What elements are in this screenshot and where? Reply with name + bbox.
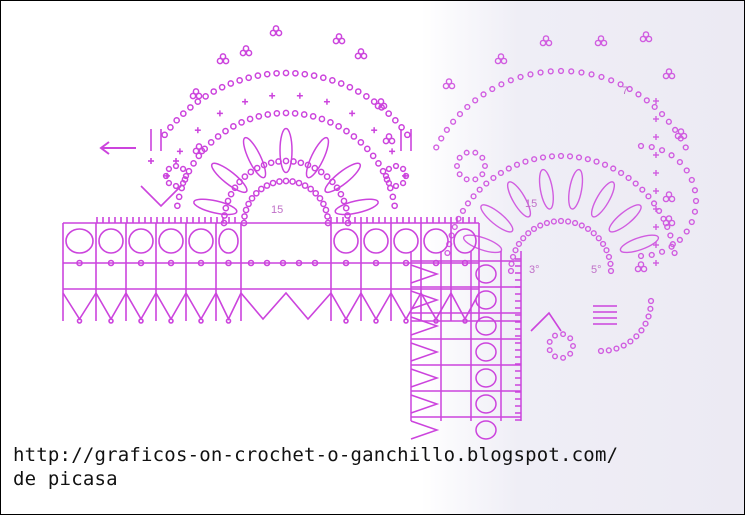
- right-corner-fan-motif: [433, 31, 700, 361]
- right-lace-band: [410, 251, 522, 440]
- source-url: http://graficos-on-crochet-o-ganchillo.b…: [13, 444, 619, 466]
- round-label-right: 15: [525, 198, 537, 210]
- round-label-five: 5°: [591, 264, 602, 276]
- round-label-seven: 7: [622, 85, 628, 97]
- round-label-three: 3°: [529, 264, 540, 276]
- round-label-left: 15: [271, 204, 283, 216]
- direction-arrow-icon: [99, 141, 136, 155]
- source-note: de picasa: [13, 468, 118, 490]
- scan-shading: [421, 1, 744, 514]
- stitch-marks: [140, 129, 617, 332]
- left-fan-motif: [161, 25, 411, 227]
- left-lace-band: [62, 217, 480, 324]
